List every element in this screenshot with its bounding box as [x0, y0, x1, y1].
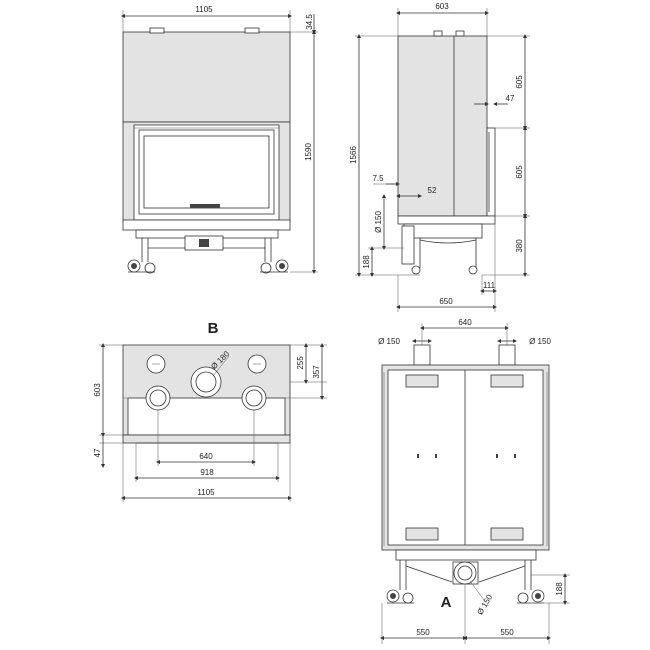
side-view: 603 1566 188 Ø 150 7.5 52	[349, 2, 530, 312]
rear-spigot-right-dim: Ø 150	[529, 337, 551, 346]
side-middle-dim: 605	[515, 165, 524, 179]
side-offset-a-dim: 7.5	[372, 174, 384, 183]
top-step-dim: 47	[93, 448, 102, 457]
side-upper-dim: 605	[515, 75, 524, 89]
rear-spigot-spacing-dim: 640	[458, 318, 472, 327]
rear-half-left-dim: 550	[416, 628, 430, 637]
top-width-dim: 1105	[197, 488, 215, 497]
side-duct-dim: Ø 150	[374, 211, 383, 233]
view-label-b: B	[208, 320, 219, 337]
rear-duct-dim: Ø 150	[475, 593, 494, 617]
side-foot-depth-dim: 111	[483, 281, 496, 290]
front-height-dim: 1590	[304, 143, 313, 161]
side-depth-dim: 603	[435, 2, 449, 11]
top-inner-width-dim: 918	[200, 468, 214, 477]
front-view: 1105 34.5 1590	[121, 5, 318, 274]
rear-foot-height-dim: 188	[555, 582, 564, 596]
top-offset-b-dim: 357	[312, 365, 321, 379]
top-view: B Ø 180 603 47 255 357	[93, 320, 327, 502]
top-spacing-dim: 640	[199, 452, 213, 461]
side-total-height-dim: 1566	[349, 146, 358, 164]
view-label-a: A	[441, 594, 452, 611]
side-overall-depth-dim: 650	[439, 297, 453, 306]
front-width-dim: 1105	[195, 5, 213, 14]
top-offset-a-dim: 255	[296, 356, 305, 370]
top-height-dim: 603	[93, 383, 102, 397]
rear-view: Ø 150 640 Ø 150	[378, 318, 570, 644]
side-foot-height-dim: 188	[362, 255, 371, 269]
front-top-offset-dim: 34.5	[305, 14, 314, 30]
rear-spigot-left-dim: Ø 150	[378, 337, 400, 346]
rear-half-right-dim: 550	[500, 628, 514, 637]
side-offset-b-dim: 52	[428, 186, 437, 195]
side-base-height-dim: 380	[515, 239, 524, 253]
side-step-dim: 47	[506, 94, 515, 103]
